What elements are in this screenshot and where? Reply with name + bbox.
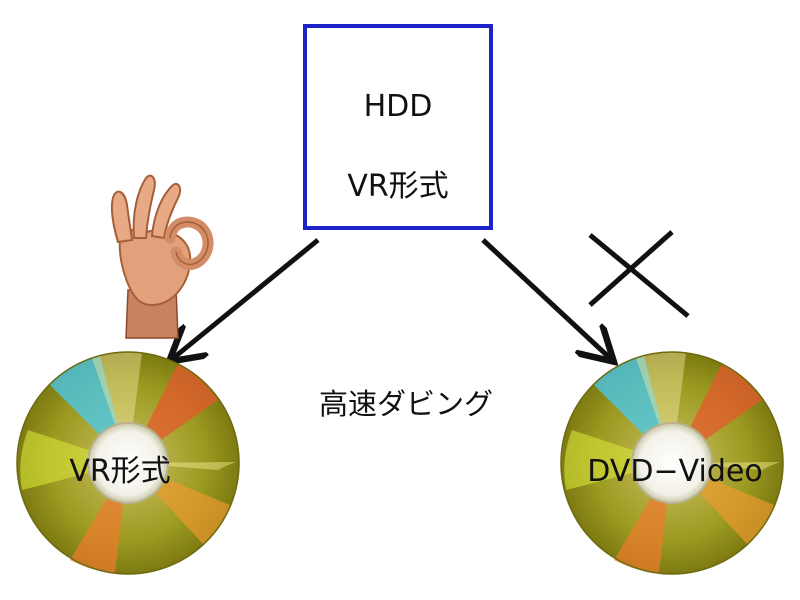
left-disc-graphic [16, 351, 240, 575]
right-disc-graphic [560, 351, 784, 575]
source-box-line1: HDD [363, 89, 433, 124]
arrow-to-right-disc [481, 238, 612, 360]
cross-mark-icon [588, 230, 690, 318]
source-hdd-box: HDD VR形式 [303, 24, 493, 230]
left-disc-label: VR形式 [69, 454, 171, 489]
source-box-line2: VR形式 [347, 169, 449, 204]
arrow-to-left-disc [171, 238, 320, 360]
right-disc-label: DVD−Video [587, 454, 763, 489]
center-label: 高速ダビング [318, 387, 493, 421]
ok-hand-icon [110, 174, 214, 339]
